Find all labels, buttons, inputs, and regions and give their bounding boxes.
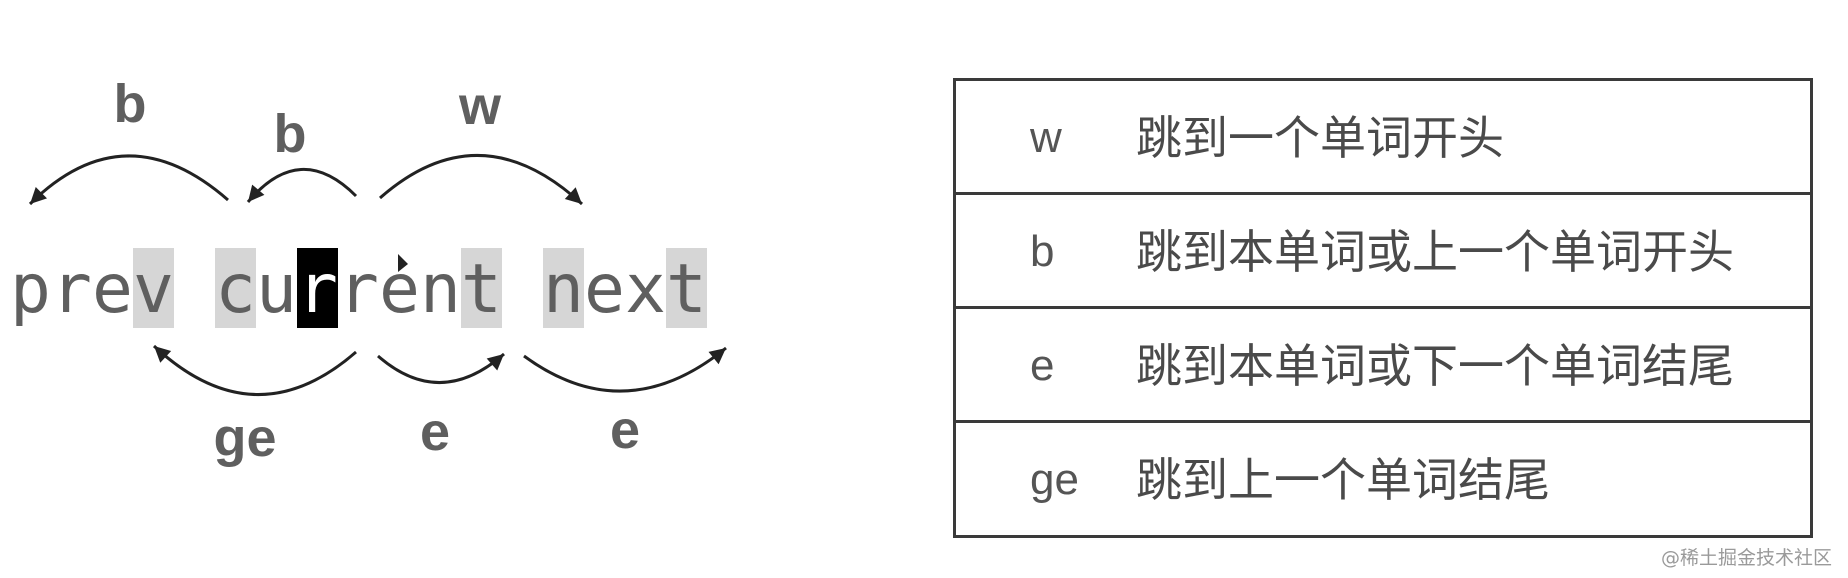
motion-arrow-e-current [377, 352, 505, 384]
motion-label-b-prev: b [114, 74, 147, 134]
word-char: r [51, 250, 92, 329]
motion-key: e [1030, 341, 1055, 390]
motion-label-w: w [458, 76, 502, 136]
cursor-char: r [297, 248, 338, 329]
motion-arrow-w [379, 154, 584, 206]
motion-arrow-e-next [523, 346, 727, 393]
motion-description: 跳到本单词或下一个单词结尾 [1136, 339, 1734, 393]
highlighted-char: t [666, 248, 707, 329]
word-char: e [584, 250, 625, 329]
word-char: n [420, 250, 461, 329]
watermark: @稀土掘金技术社区 [1660, 547, 1832, 569]
mouse-pointer-icon [398, 254, 408, 272]
motion-description: 跳到一个单词开头 [1136, 111, 1504, 165]
motion-arrow-w-head [564, 187, 582, 204]
table-row: b 跳到本单词或上一个单词开头 [956, 195, 1810, 309]
motion-label-b-current: b [274, 104, 307, 164]
table-row: ge 跳到上一个单词结尾 [956, 423, 1810, 537]
highlighted-char: t [461, 248, 502, 329]
motion-arrow-b-prev [28, 154, 229, 206]
word-char: p [10, 250, 51, 329]
motion-label-ge: ge [213, 408, 276, 468]
word-char: e [92, 250, 133, 329]
motion-label-e-next: e [610, 400, 640, 460]
word-char: u [256, 250, 297, 329]
motion-key: b [1030, 227, 1055, 276]
motion-label-e-current: e [420, 402, 450, 462]
motion-arrow-b-current-head [248, 184, 265, 202]
motion-arrow-ge-head [154, 346, 172, 363]
table-row: w 跳到一个单词开头 [956, 81, 1810, 195]
motion-description: 跳到本单词或上一个单词开头 [1136, 225, 1734, 279]
word-char: r [338, 250, 379, 329]
table-row: e 跳到本单词或下一个单词结尾 [956, 309, 1810, 423]
motion-arrow-b-prev-head [30, 187, 48, 204]
motion-key: w [1030, 113, 1062, 162]
word-char: x [625, 250, 666, 329]
highlighted-char: n [543, 248, 584, 329]
motion-arrow-e-current-head [486, 354, 504, 371]
motion-key: ge [1030, 455, 1079, 504]
motion-arrows: b b w ge e e [28, 74, 727, 468]
motion-description: 跳到上一个单词结尾 [1136, 453, 1550, 507]
highlighted-char: c [215, 248, 256, 329]
motion-table: w 跳到一个单词开头 b 跳到本单词或上一个单词开头 e 跳到本单词或下一个单词… [953, 78, 1813, 538]
motion-arrow-ge [152, 344, 357, 396]
highlighted-char: v [133, 248, 174, 329]
motion-arrow-e-next-head [708, 348, 726, 365]
motion-arrow-b-current [246, 168, 358, 203]
